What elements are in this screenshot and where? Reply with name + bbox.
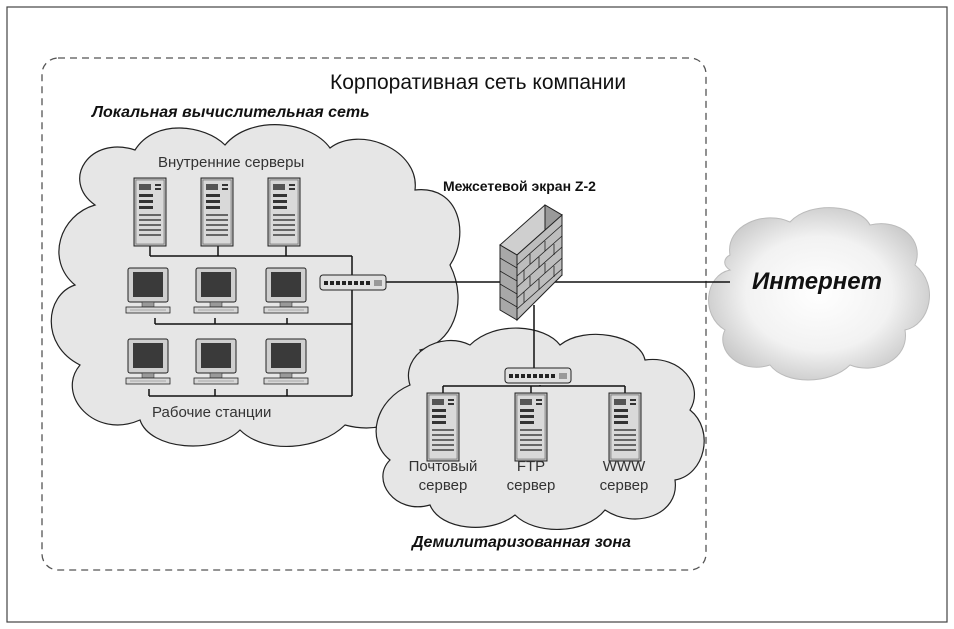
internal-server-icon-3 [267,177,301,247]
internal-servers-label: Внутренние серверы [158,154,305,171]
internal-server-icon-1 [133,177,167,247]
workstations-label: Рабочие станции [152,404,272,421]
www-server-label: WWW сервер [579,457,669,495]
internet-label: Интернет [752,268,882,295]
firewall-label: Межсетевой экран Z-2 [443,178,596,194]
corporate-network-title: Корпоративная сеть компании [330,71,627,94]
ftp-server-icon [514,392,548,462]
internet-cloud [708,207,930,381]
dmz-links [442,385,626,393]
firewall-wall-icon [499,204,563,322]
dmz-switch-icon [504,367,572,384]
ftp-server-label-line1: FTP [516,458,546,475]
www-server-icon [608,392,642,462]
internal-server-icon-2 [200,177,234,247]
dmz-title: Демилитаризованная зона [412,534,631,551]
www-server-label-line2: сервер [599,477,649,494]
lan-links [148,246,730,397]
mail-server-icon [426,392,460,462]
ftp-server-label: FTP сервер [486,457,576,495]
mail-server-label-line2: сервер [418,477,468,494]
lan-title: Локальная вычислительная сеть [92,104,370,121]
mail-server-label: Почтовый сервер [398,457,488,495]
mail-server-label-line1: Почтовый [408,458,478,475]
corporate-network-boundary [41,57,707,571]
lan-switch-icon [319,274,387,291]
www-server-label-line1: WWW [602,458,646,475]
ftp-server-label-line2: сервер [506,477,556,494]
